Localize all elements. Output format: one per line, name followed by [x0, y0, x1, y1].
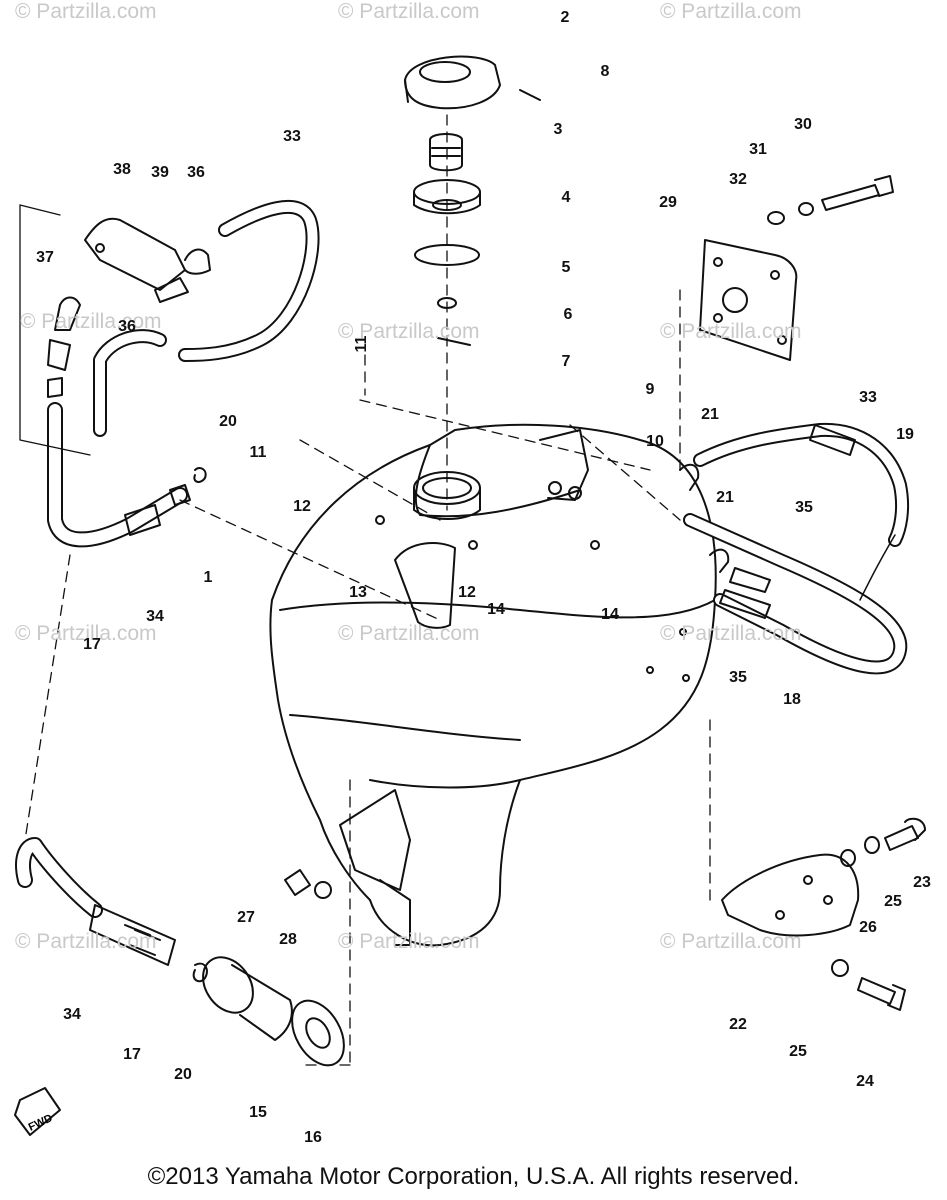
callout-4: 4 — [561, 189, 571, 206]
callout-36a: 36 — [187, 164, 205, 181]
callout-16: 16 — [304, 1129, 322, 1146]
watermark: © Partzilla.com — [660, 930, 802, 953]
callout-22: 22 — [729, 1016, 747, 1033]
watermark: © Partzilla.com — [338, 0, 480, 23]
callout-14b: 14 — [601, 606, 619, 623]
lower-fuel-fitting — [14, 837, 345, 1136]
callout-38: 38 — [113, 161, 131, 178]
callout-20a: 20 — [219, 413, 237, 430]
callout-21a: 21 — [701, 406, 719, 423]
callout-26: 26 — [859, 919, 877, 936]
callout-19: 19 — [896, 426, 914, 443]
watermark: © Partzilla.com — [338, 930, 480, 953]
callout-9: 9 — [645, 381, 655, 398]
watermark: © Partzilla.com — [660, 320, 802, 343]
callout-20b: 20 — [174, 1066, 192, 1083]
callout-11a: 11 — [353, 335, 370, 353]
callout-18: 18 — [783, 691, 801, 708]
callout-29: 29 — [659, 194, 677, 211]
callout-25a: 25 — [884, 893, 902, 910]
callout-33b: 33 — [859, 389, 877, 406]
filler-cap-assembly — [404, 55, 541, 346]
callout-33a: 33 — [283, 128, 301, 145]
callout-15: 15 — [249, 1104, 267, 1121]
callout-37: 37 — [36, 249, 54, 266]
watermark: © Partzilla.com — [15, 930, 157, 953]
callout-1: 1 — [203, 569, 213, 586]
watermark: © Partzilla.com — [338, 320, 480, 343]
callout-39: 39 — [151, 164, 169, 181]
left-hose-assembly — [19, 199, 320, 548]
callout-28: 28 — [279, 931, 297, 948]
right-hose-assembly — [679, 422, 910, 675]
callout-23: 23 — [913, 874, 931, 891]
callout-21b: 21 — [716, 489, 734, 506]
watermark: © Partzilla.com — [660, 622, 802, 645]
fuel-tank — [269, 423, 717, 947]
callout-36b: 36 — [118, 318, 136, 335]
callout-35a: 35 — [795, 499, 813, 516]
callout-30: 30 — [794, 116, 812, 133]
watermark: © Partzilla.com — [338, 622, 480, 645]
callout-14a: 14 — [487, 601, 505, 618]
callout-8: 8 — [600, 63, 610, 80]
callout-11b: 11 — [249, 444, 267, 461]
callout-31: 31 — [749, 141, 767, 158]
assembly-lines — [24, 114, 711, 1066]
callout-2: 2 — [560, 9, 570, 26]
callout-32: 32 — [729, 171, 747, 188]
callout-10: 10 — [646, 433, 664, 450]
watermark: © Partzilla.com — [15, 622, 157, 645]
callout-17a: 17 — [83, 636, 101, 653]
watermark: © Partzilla.com — [20, 310, 162, 333]
callout-24: 24 — [856, 1073, 874, 1090]
callout-27: 27 — [237, 909, 255, 926]
callout-12a: 12 — [293, 498, 311, 515]
callout-12b: 12 — [458, 584, 476, 601]
callout-6: 6 — [563, 306, 573, 323]
bracket-29 — [699, 175, 894, 361]
bracket-22 — [284, 817, 926, 1011]
callout-5: 5 — [561, 259, 571, 276]
watermark: © Partzilla.com — [15, 0, 157, 23]
callout-25b: 25 — [789, 1043, 807, 1060]
callout-35b: 35 — [729, 669, 747, 686]
callout-13: 13 — [349, 584, 367, 601]
callout-34a: 34 — [146, 608, 164, 625]
callout-17b: 17 — [123, 1046, 141, 1063]
callout-34b: 34 — [63, 1006, 81, 1023]
copyright-notice: ©2013 Yamaha Motor Corporation, U.S.A. A… — [147, 1163, 800, 1190]
callout-7: 7 — [561, 353, 571, 370]
callout-3: 3 — [553, 121, 563, 138]
watermark: © Partzilla.com — [660, 0, 802, 23]
